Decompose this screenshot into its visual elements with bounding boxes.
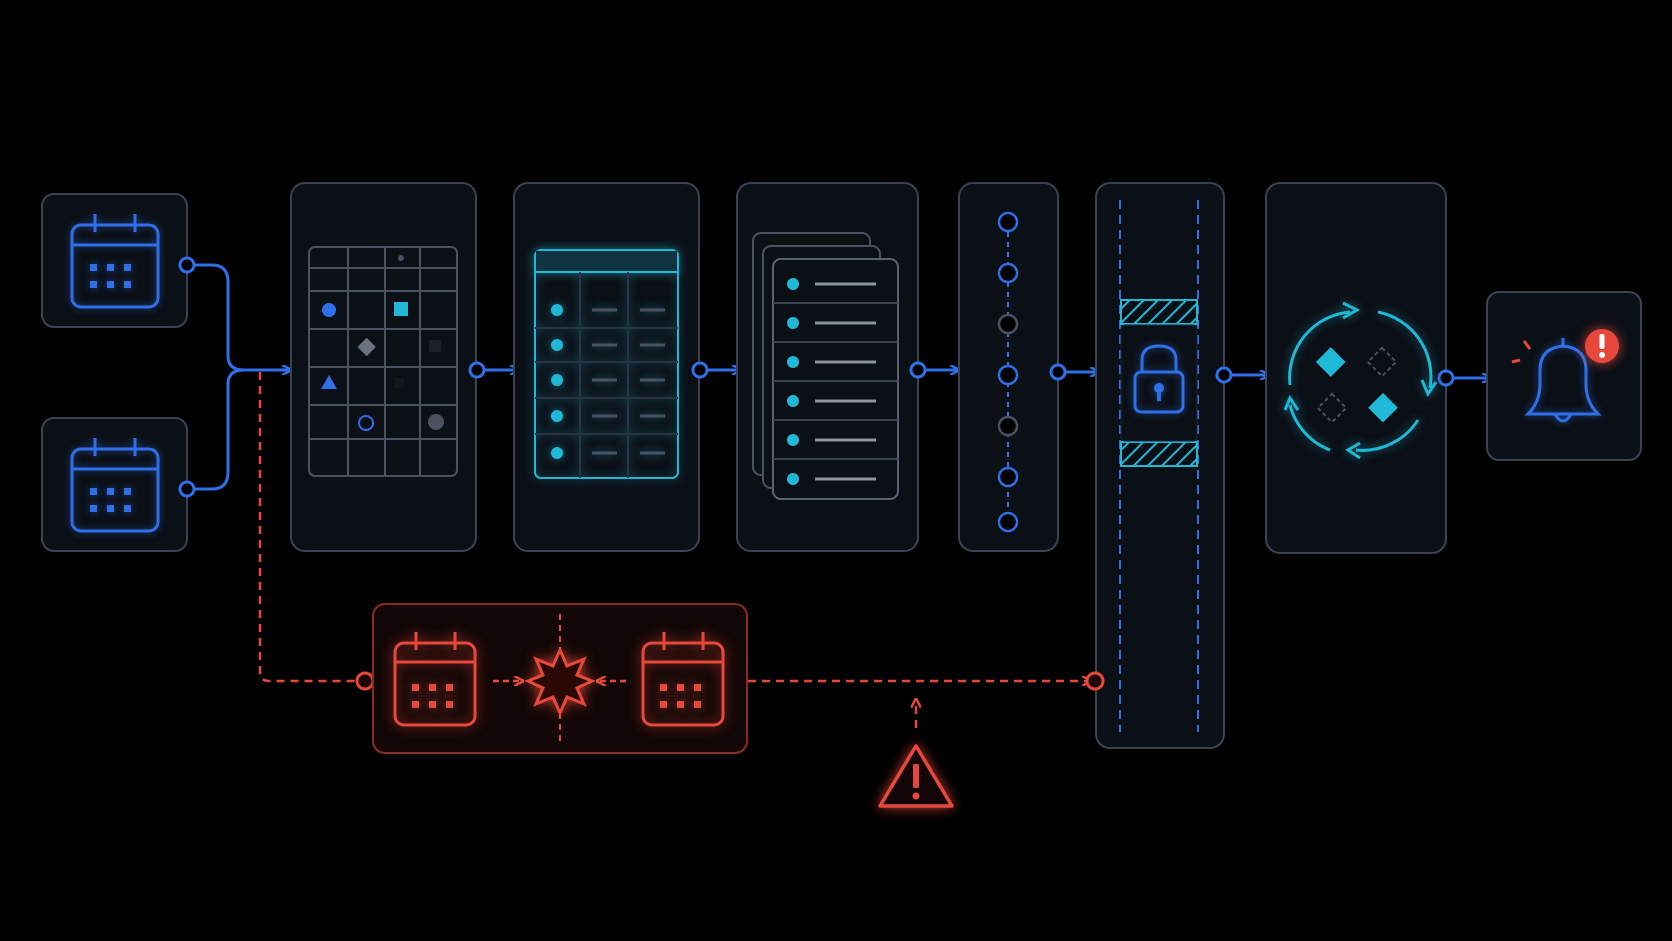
flow-connector	[1437, 369, 1490, 387]
stacked-list-icon	[752, 232, 899, 500]
hatch-barrier-bottom	[1120, 441, 1198, 467]
alert-spark	[1511, 340, 1532, 364]
notification-panel[interactable]	[1486, 291, 1642, 461]
conflict-port	[1085, 671, 1105, 691]
calendar-icon	[70, 214, 160, 309]
source-calendar-bottom[interactable]	[41, 417, 188, 552]
conflict-port	[355, 671, 375, 691]
sync-diamond-filled	[1368, 392, 1398, 423]
source-calendar-top[interactable]	[41, 193, 188, 328]
grid-square-marker	[394, 302, 408, 316]
grid-dot-marker	[428, 414, 444, 430]
flow-connector	[468, 361, 518, 379]
merge-connector	[178, 256, 290, 498]
grid-dot-marker	[322, 303, 336, 317]
grid-table-icon	[308, 246, 458, 477]
grid-header-dot	[398, 255, 404, 261]
conflict-path	[258, 372, 1090, 728]
normalized-table-panel[interactable]	[513, 182, 700, 552]
table-icon	[534, 249, 679, 479]
flow-connector	[1215, 366, 1268, 384]
connector-port	[178, 480, 196, 498]
conflict-panel[interactable]	[372, 603, 748, 754]
bell-alert-icon	[1524, 338, 1602, 423]
grid-faded-marker	[394, 378, 404, 388]
grid-diamond-marker	[357, 337, 376, 357]
calendar-icon	[641, 632, 725, 727]
grid-triangle-marker	[321, 375, 337, 389]
grid-faded-marker	[429, 340, 441, 352]
flow-connector	[691, 361, 740, 379]
grid-ring-marker	[358, 415, 374, 431]
lock-icon	[1133, 344, 1185, 414]
warning-triangle-icon	[878, 744, 954, 808]
calendar-icon	[70, 438, 160, 533]
hatch-barrier-top	[1120, 299, 1198, 325]
sync-cycle-icon	[1283, 301, 1438, 460]
connector-port	[178, 256, 196, 274]
sync-diamond-outline	[1316, 392, 1348, 424]
gate-rails	[1119, 200, 1199, 732]
flow-connector	[1049, 363, 1098, 381]
calendar-icon	[393, 632, 477, 727]
flow-connector	[909, 361, 958, 379]
record-stack-panel[interactable]	[736, 182, 919, 552]
collision-burst-icon	[524, 646, 596, 717]
timeline-nodes-icon	[997, 211, 1019, 533]
sync-cycle-panel[interactable]	[1265, 182, 1447, 554]
merge-grid-panel[interactable]	[290, 182, 477, 552]
sync-diamond-outline	[1366, 346, 1398, 378]
timeline-panel[interactable]	[958, 182, 1059, 552]
alert-badge-icon	[1585, 329, 1619, 363]
sync-diamond-filled	[1315, 347, 1346, 377]
lock-gate-panel[interactable]	[1095, 182, 1225, 749]
